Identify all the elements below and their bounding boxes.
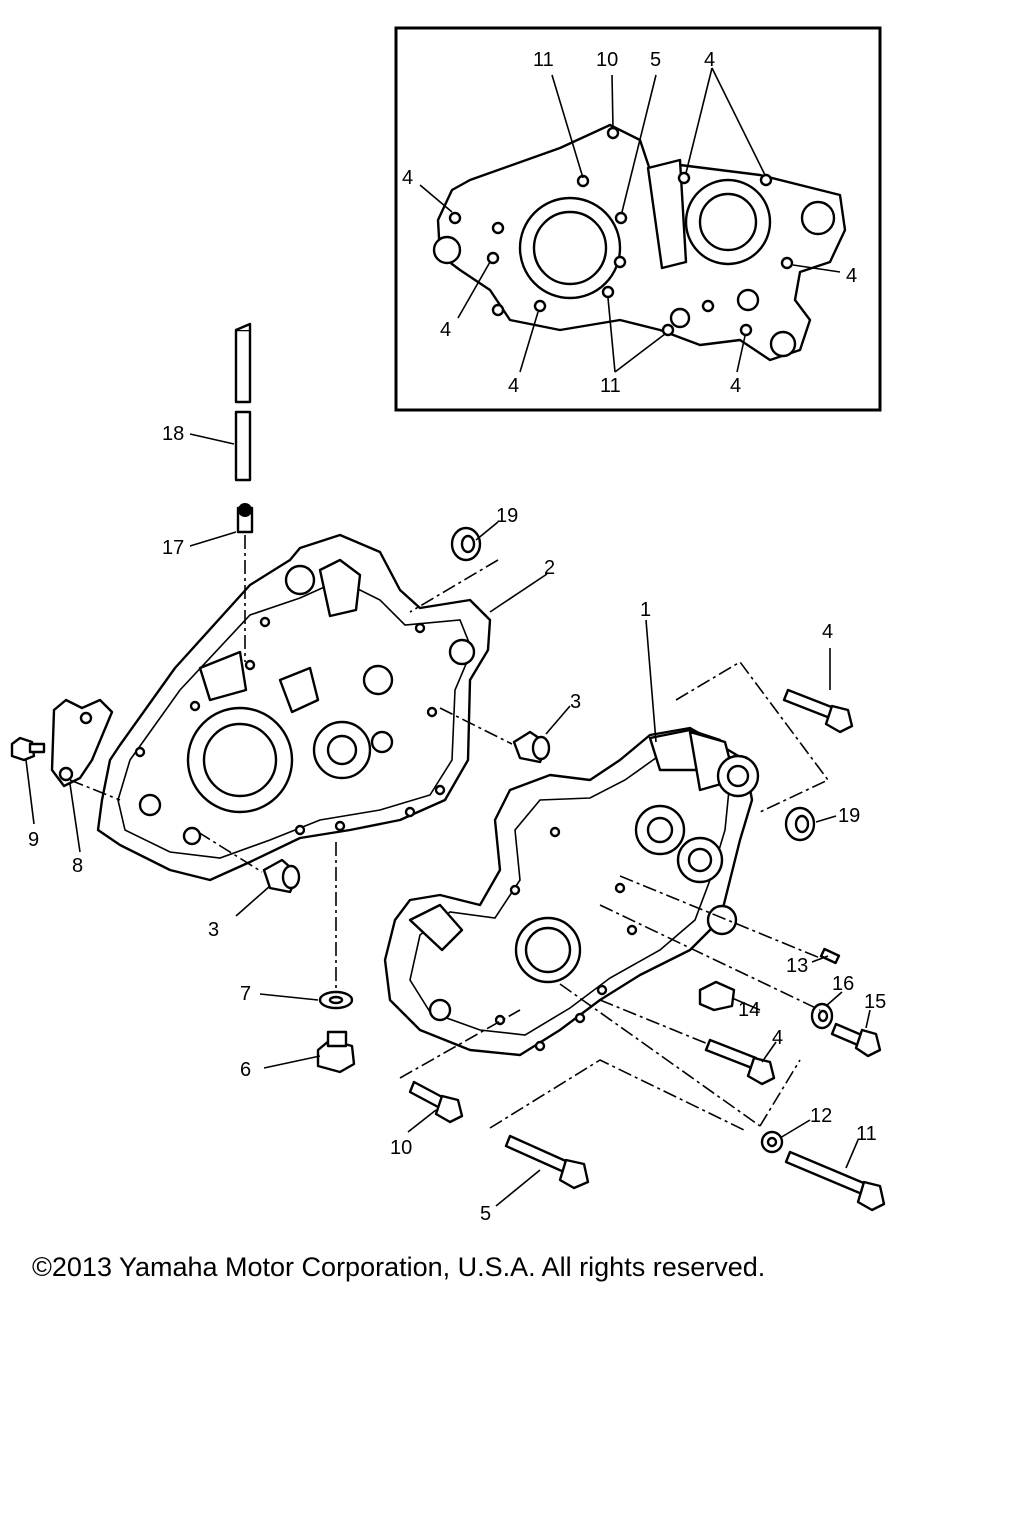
bolt-15 [830, 1022, 882, 1058]
bolt-11 [784, 1150, 886, 1212]
oil-seal-19-top [450, 526, 482, 562]
inset-boss-mid [736, 288, 760, 312]
inset-boss-a [669, 307, 691, 329]
bolt-13 [819, 947, 841, 965]
callout-10: 10 [390, 1137, 412, 1159]
inset-label: 11 [533, 49, 554, 71]
washer-12 [760, 1130, 784, 1154]
callout-3-upper: 3 [570, 691, 581, 713]
inset-label: 4 [508, 375, 519, 397]
oil-seal-19-right [784, 806, 816, 842]
callout-3-lower: 3 [208, 919, 219, 941]
callout-11: 11 [856, 1123, 877, 1145]
inset-tower [646, 158, 688, 270]
callout-5: 5 [480, 1203, 491, 1225]
bolt-5 [504, 1134, 590, 1190]
right-case-bolt-holes [494, 826, 638, 1052]
callout-7: 7 [240, 983, 251, 1005]
assembly-guide-lines [399, 559, 830, 1131]
inset-label: 4 [846, 265, 857, 287]
inset-label: 11 [600, 375, 621, 397]
inset-label: 4 [440, 319, 451, 341]
inset-boss-lower [769, 330, 797, 358]
callout-12: 12 [810, 1105, 832, 1127]
bolt-10 [408, 1080, 464, 1124]
callout-15: 15 [864, 991, 886, 1013]
callout-13: 13 [786, 955, 808, 977]
callout-16: 16 [832, 973, 854, 995]
inset-label: 4 [730, 375, 741, 397]
washer-16 [810, 1002, 834, 1030]
block-14 [698, 980, 736, 1012]
bracket-8 [50, 698, 114, 788]
dowel-3-upper [512, 730, 551, 764]
dowel-17 [236, 503, 254, 534]
callout-4-lower: 4 [772, 1027, 783, 1049]
inset-boss-left [432, 235, 462, 265]
inset-label: 4 [402, 167, 413, 189]
inset-left-bearing-inner [532, 210, 608, 286]
callout-19-right: 19 [838, 805, 860, 827]
inset-label: 4 [704, 49, 715, 71]
bolt-9 [10, 736, 46, 762]
callout-14: 14 [738, 999, 760, 1021]
callout-8: 8 [72, 855, 83, 877]
callout-17: 17 [162, 537, 184, 559]
callout-1: 1 [640, 599, 651, 621]
callout-leaders [25, 433, 871, 1207]
crankcase-exploded-diagram: 11 10 5 4 4 4 4 4 11 4 4 [10, 26, 886, 1225]
inset-boss-right [800, 200, 836, 236]
inset-callout-labels: 11 10 5 4 4 4 4 4 11 4 4 [402, 49, 857, 397]
copyright-notice: ©2013 Yamaha Motor Corporation, U.S.A. A… [32, 1252, 766, 1282]
left-crankcase-half [96, 533, 492, 882]
washer-7 [318, 990, 354, 1010]
bolt-4-lower [704, 1038, 776, 1086]
pin-18 [234, 322, 252, 482]
inset-view: 11 10 5 4 4 4 4 4 11 4 4 [394, 26, 882, 412]
inset-label: 10 [596, 49, 618, 71]
callout-6: 6 [240, 1059, 251, 1081]
drain-bolt-6 [316, 1030, 356, 1074]
callout-2: 2 [544, 557, 555, 579]
bolt-4-upper [782, 688, 854, 734]
inset-bolt-holes [448, 126, 794, 337]
callout-19-top: 19 [496, 505, 518, 527]
callout-labels: 1 2 3 3 4 4 5 6 7 8 9 10 11 12 13 14 15 … [28, 423, 886, 1225]
inset-label: 5 [650, 49, 661, 71]
left-case-bolt-holes [134, 616, 446, 836]
callout-18: 18 [162, 423, 184, 445]
dowel-3-lower [262, 858, 301, 894]
callout-4-upper: 4 [822, 621, 833, 643]
right-crankcase-half [383, 726, 760, 1057]
inset-right-bearing-inner [698, 192, 758, 252]
inset-leaders [419, 67, 841, 373]
callout-9: 9 [28, 829, 39, 851]
